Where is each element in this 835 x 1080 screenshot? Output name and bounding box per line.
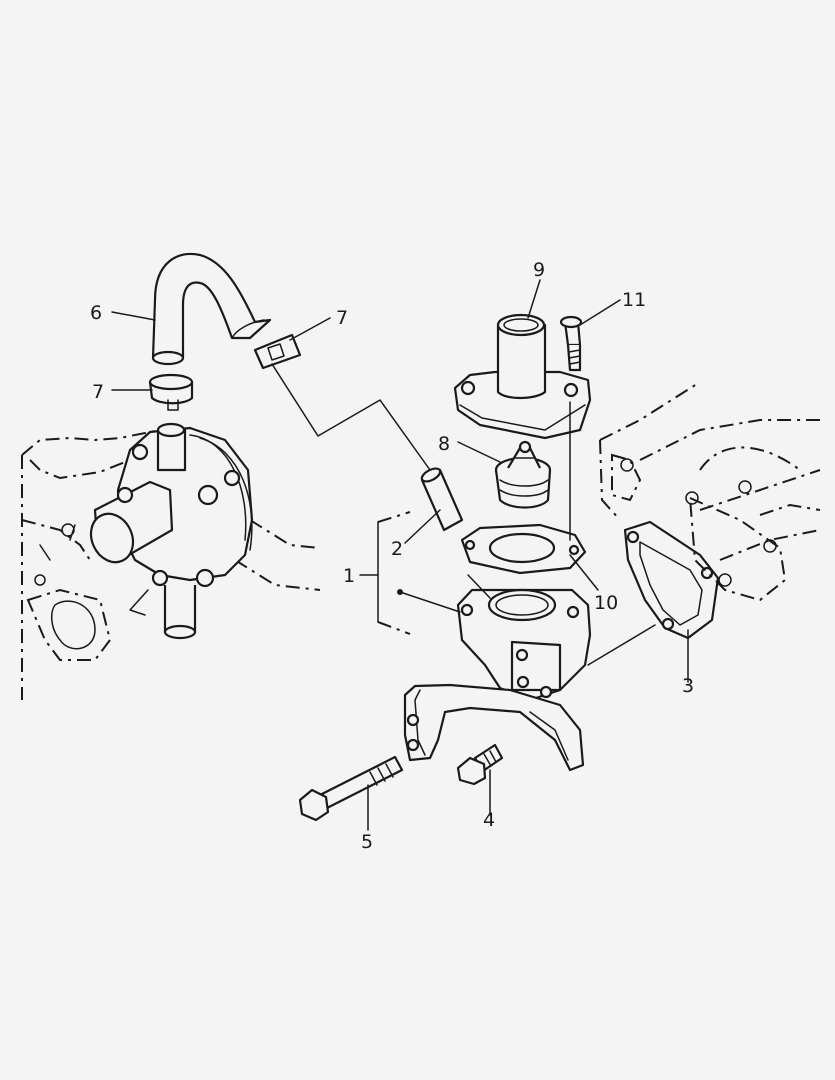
hose-routing-line [271,363,431,471]
callout-4: 4 [483,809,495,831]
callout-dot [397,589,403,595]
callout-6: 6 [90,302,102,324]
thermostat-bolt [559,315,583,372]
callout-3: 3 [682,675,694,697]
callout-leaders [111,279,689,831]
thermostat-housing [456,588,592,702]
thermostat-cover [453,313,592,440]
hose-clamp-left [148,373,194,411]
long-bolt [298,755,404,822]
callout-10: 10 [594,592,618,614]
callout-11: 11 [622,289,646,311]
callout-7-right: 7 [336,307,348,329]
callout-8: 8 [438,433,450,455]
callout-1: 1 [343,565,355,587]
thermostat [494,440,552,509]
bypass-hose [151,252,272,366]
mounting-bracket [403,683,585,772]
engine-manifold-right [599,381,821,602]
callout-5: 5 [361,831,373,853]
thermostat-gasket [460,523,587,575]
callout-2: 2 [391,538,403,560]
short-bolt [456,743,504,786]
callout-9: 9 [533,259,545,281]
callout-7-left: 7 [92,381,104,403]
hose-clamp-right [253,333,302,370]
water-pump-housing [89,422,254,640]
engine-block-left [21,429,321,700]
gasket-manifold [623,520,720,640]
bypass-nipple [420,467,464,532]
